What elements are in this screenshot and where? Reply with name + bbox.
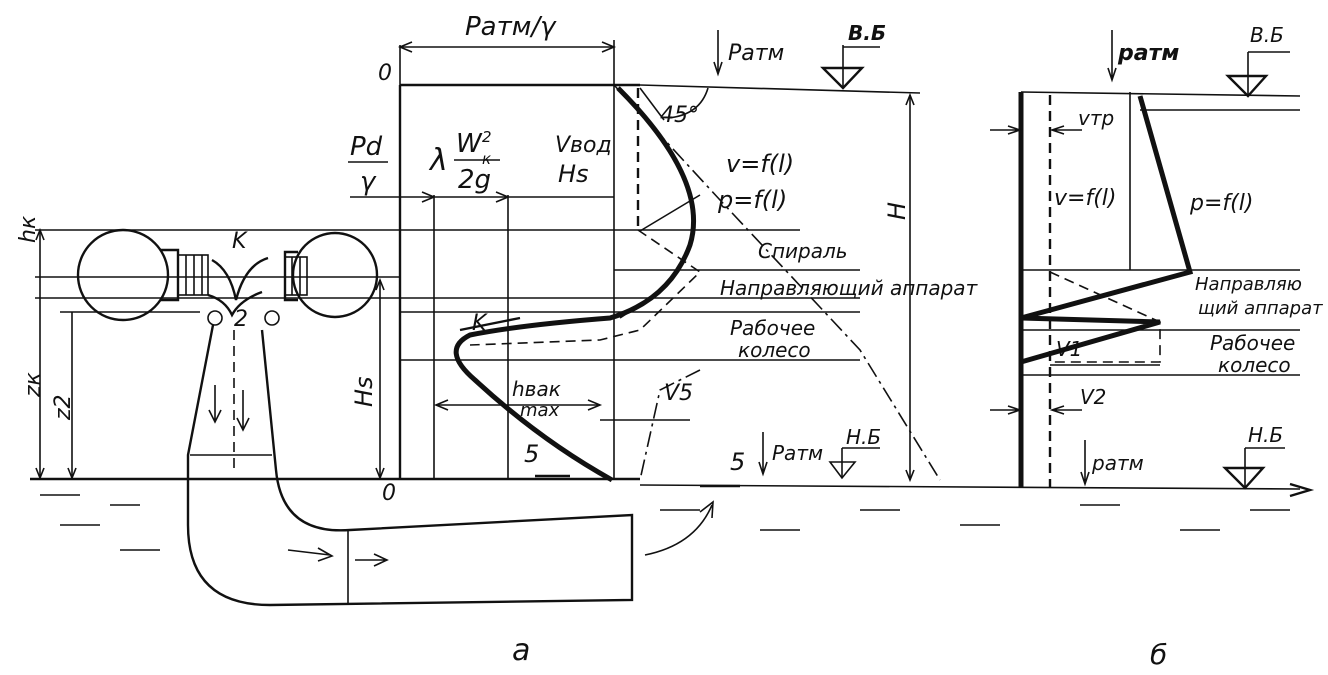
guide-vane-box-right <box>284 256 308 296</box>
b-velocity-line <box>1049 271 1161 363</box>
label-p-f-b: p=f(l) <box>1189 191 1253 216</box>
label-patm-bottom-b: pатм <box>1091 451 1144 475</box>
label-k-turbine: K <box>232 229 248 254</box>
label-45-deg: 45° <box>660 103 699 128</box>
label-wheel-2: колесо <box>738 338 811 362</box>
tailwater-line-ext <box>639 484 1301 490</box>
flow-arrow-tailwater <box>1289 482 1315 498</box>
label-patm-bottom-a: Pатм <box>772 441 823 465</box>
water-hatch <box>40 474 1290 551</box>
label-patm-over-gamma: Pатм/γ <box>465 12 557 42</box>
runner-blade <box>211 256 269 301</box>
label-h-big: H <box>883 202 911 220</box>
guide-vane-box-left <box>177 254 209 296</box>
patm-arrow-top-a <box>713 30 723 77</box>
label-2g: 2g <box>458 165 491 195</box>
flow-arrow-right-2 <box>355 553 389 567</box>
label-w-sup: 2 <box>482 128 492 146</box>
draft-tube <box>186 324 634 607</box>
energy-diagram-a <box>350 30 941 483</box>
label-lambda: λ <box>428 143 448 178</box>
label-pd-gamma: γ <box>360 167 377 197</box>
patm-arrow-top-b <box>1107 30 1117 83</box>
flow-arrow-down-2 <box>236 390 250 432</box>
label-five-right: 5 <box>730 448 745 476</box>
label-z2: z2 <box>51 394 76 421</box>
patm-arrow-bottom-b <box>1080 440 1090 487</box>
label-spiral: Спираль <box>758 239 848 263</box>
label-vb-a: В.Б <box>848 21 886 45</box>
turbine-drawing <box>76 228 714 607</box>
label-zero-bottom: 0 <box>382 481 396 506</box>
nb-marker-b <box>1222 466 1266 490</box>
label-w: W <box>456 129 483 159</box>
label-five-left: 5 <box>524 440 539 468</box>
b-top-line <box>1020 91 1301 97</box>
spiral-casing-right <box>291 231 379 319</box>
label-patm-top-b: pатм <box>1117 41 1179 66</box>
label-hs-mid: Hs <box>558 160 589 188</box>
label-v-f-b: v=f(l) <box>1054 186 1116 211</box>
label-vb-b: В.Б <box>1250 23 1284 47</box>
energy-diagram-b <box>990 30 1301 490</box>
label-two: 2 <box>234 307 248 332</box>
label-hk: hк <box>16 215 41 243</box>
label-zero-top: 0 <box>378 61 392 86</box>
runner-hub-left <box>207 310 223 326</box>
label-w-sub: к <box>482 150 491 168</box>
spiral-casing-left <box>76 228 170 322</box>
label-k-diagram: K <box>472 311 488 336</box>
label-guide-apparatus: Направляющий аппарат <box>720 276 979 300</box>
label-nb-a: Н.Б <box>846 425 881 449</box>
caption-b: б <box>1150 638 1167 671</box>
k-marker-curve <box>459 316 521 332</box>
labels-a: Pатм/γ Pатм В.Б 0 0 45° Pd γ λ W к 2 2g … <box>16 12 979 668</box>
label-nb-b: Н.Б <box>1248 423 1283 447</box>
angle-arc <box>667 87 709 119</box>
rotation-arrow <box>644 500 714 556</box>
label-v2: V2 <box>1080 385 1106 409</box>
patm-arrow-bottom-a <box>758 432 768 477</box>
flow-arrow-right-1 <box>287 547 334 562</box>
label-h-vak-max: max <box>520 400 560 421</box>
velocity-curve <box>469 229 702 346</box>
outlet-line <box>639 369 701 481</box>
label-wheel-b-2: колесо <box>1218 353 1291 377</box>
vb-marker-b <box>1225 74 1269 98</box>
label-v5: V5 <box>664 381 693 406</box>
label-h-vak: hвак <box>512 377 561 401</box>
left-dimensions <box>35 227 400 481</box>
flow-arrow-down-1 <box>208 385 222 424</box>
label-patm-top-a: Pатм <box>728 41 784 66</box>
b-pressure-line <box>1020 95 1194 365</box>
runner-hub-right <box>264 310 280 326</box>
label-v1: V1 <box>1056 337 1082 361</box>
label-v-f-a: v=f(l) <box>726 150 794 178</box>
labels-b: pатм В.Б vтр v=f(l) p=f(l) Направляю щий… <box>1054 23 1323 671</box>
label-v-tr: vтр <box>1078 106 1114 130</box>
total-head-line <box>613 84 941 481</box>
caption-a: а <box>512 633 530 668</box>
label-v-vod: Vвод <box>555 133 612 158</box>
pressure-curve <box>453 86 696 483</box>
label-wheel-1: Рабочее <box>730 316 815 340</box>
label-wheel-b-1: Рабочее <box>1210 331 1295 355</box>
label-zk: zк <box>21 371 46 398</box>
label-p-f-a: p=f(l) <box>717 186 787 214</box>
label-guide-b-2: щий аппарат <box>1198 298 1323 319</box>
label-hs-left: Hs <box>350 376 378 407</box>
label-pd: Pd <box>350 132 383 162</box>
label-guide-b-1: Направляю <box>1195 274 1302 295</box>
